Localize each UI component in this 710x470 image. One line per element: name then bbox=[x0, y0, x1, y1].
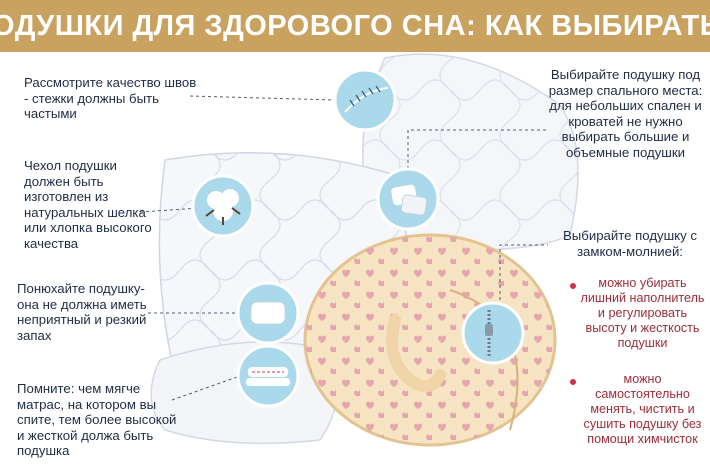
page-title: ПОДУШКИ ДЛЯ ЗДОРОВОГО СНА: КАК ВЫБИРАТЬ? bbox=[0, 9, 710, 42]
title-banner: ПОДУШКИ ДЛЯ ЗДОРОВОГО СНА: КАК ВЫБИРАТЬ? bbox=[0, 0, 710, 52]
zipper-benefit-2: можно самостоятельно менять, чистить и с… bbox=[583, 372, 702, 446]
tip-mattress: Помните: чем мягче матрас, на котором вы… bbox=[17, 381, 177, 458]
pillows-icon bbox=[376, 167, 440, 231]
tip-seams: Рассмотрите качество швов - стежки должн… bbox=[24, 75, 197, 121]
bullet-dot bbox=[570, 379, 576, 385]
tip-smell: Понюхайте подушку- она не должна иметь н… bbox=[17, 281, 147, 343]
round-pillow bbox=[303, 233, 557, 447]
stitch-detail-icon bbox=[333, 68, 397, 132]
zipper-icon bbox=[461, 301, 525, 365]
cotton-flower-icon bbox=[191, 174, 255, 238]
zipper-benefit-1: можно убирать лишний наполнитель и регул… bbox=[580, 276, 705, 350]
small-pillow-icon bbox=[236, 281, 300, 345]
mattress-icon bbox=[236, 344, 300, 408]
tip-size: Выбирайте подушку под размер спального м… bbox=[548, 67, 703, 160]
tip-cover: Чехол подушки должен быть изготовлен из … bbox=[24, 158, 152, 251]
tip-zipper: Выбирайте подушку с замком-молнией: bbox=[563, 228, 697, 259]
bullet-dot bbox=[570, 283, 576, 289]
